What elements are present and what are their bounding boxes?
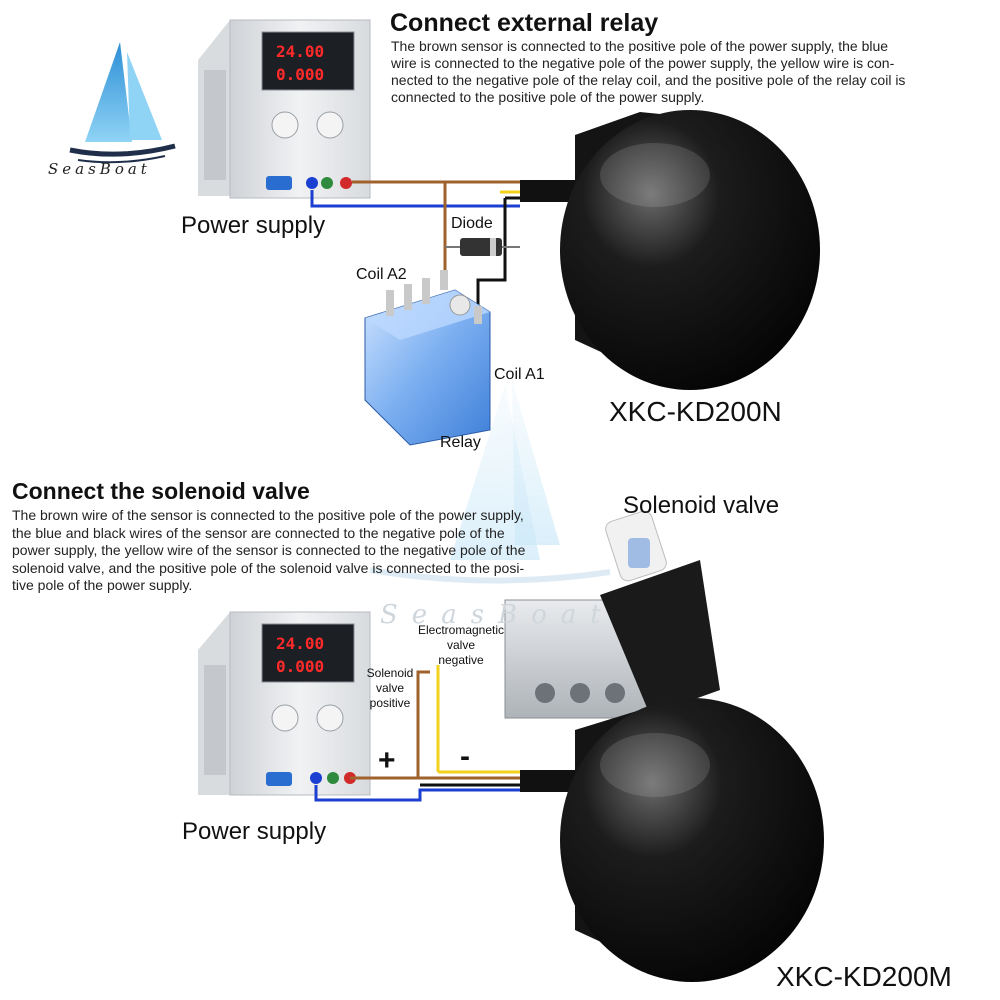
coil-a2-label: Coil A2 xyxy=(356,266,407,283)
valve-negative-label: Electromagnetic valve negative xyxy=(417,623,505,667)
power-supply-top: 24.00 0.000 xyxy=(198,19,371,199)
power-supply-label-bottom: Power supply xyxy=(182,818,327,845)
relay-section-title: Connect external relay xyxy=(390,9,659,37)
solenoid-section-description: The brown wire of the sensor is connecte… xyxy=(12,507,612,595)
solenoid-desc-line: tive pole of the power supply. xyxy=(12,577,193,593)
relay-label: Relay xyxy=(440,434,481,451)
diode xyxy=(445,238,520,256)
solenoid-desc-line: power supply, the yellow wire of the sen… xyxy=(12,542,526,558)
relay-desc-line: wire is connected to the negative pole o… xyxy=(391,55,895,71)
relay xyxy=(364,270,491,446)
psu-top-voltage: 24.00 xyxy=(276,42,324,61)
relay-desc-line: connected to the positive pole of the po… xyxy=(391,89,705,105)
relay-wiring xyxy=(310,180,520,312)
diode-label: Diode xyxy=(451,215,493,232)
model-kd200m-label: XKC-KD200M xyxy=(776,961,952,992)
psu-bottom-current: 0.000 xyxy=(276,657,324,676)
plus-sign: + xyxy=(378,744,396,777)
relay-desc-line: The brown sensor is connected to the pos… xyxy=(391,38,889,54)
power-supply-bottom: 24.00 0.000 xyxy=(198,611,371,796)
logo-text: SeasBoat xyxy=(48,160,151,178)
sensor-kd200m xyxy=(520,698,824,982)
solenoid-valve-label: Solenoid valve xyxy=(623,492,780,519)
relay-section-description: The brown sensor is connected to the pos… xyxy=(391,38,991,106)
power-supply-label-top: Power supply xyxy=(181,212,326,239)
seasboat-logo xyxy=(69,42,176,164)
solenoid-section-title: Connect the solenoid valve xyxy=(12,478,310,504)
valve-positive-label: Solenoid valve positive xyxy=(366,666,414,710)
coil-a1-label: Coil A1 xyxy=(494,366,545,383)
solenoid-desc-line: the blue and black wires of the sensor a… xyxy=(12,524,505,541)
psu-top-current: 0.000 xyxy=(276,65,324,84)
model-kd200n-label: XKC-KD200N xyxy=(609,396,782,427)
watermark-sail xyxy=(369,380,611,584)
psu-bottom-voltage: 24.00 xyxy=(276,634,324,653)
solenoid-desc-line: The brown wire of the sensor is connecte… xyxy=(12,507,524,523)
sensor-kd200n xyxy=(520,110,820,390)
relay-desc-line: nected to the negative pole of the relay… xyxy=(391,72,906,88)
solenoid-wiring xyxy=(314,665,525,802)
watermark-text: SeasBoat xyxy=(380,600,615,630)
minus-sign: - xyxy=(460,740,470,773)
solenoid-valve xyxy=(504,510,720,719)
solenoid-desc-line: solenoid valve, and the positive pole of… xyxy=(12,559,525,576)
